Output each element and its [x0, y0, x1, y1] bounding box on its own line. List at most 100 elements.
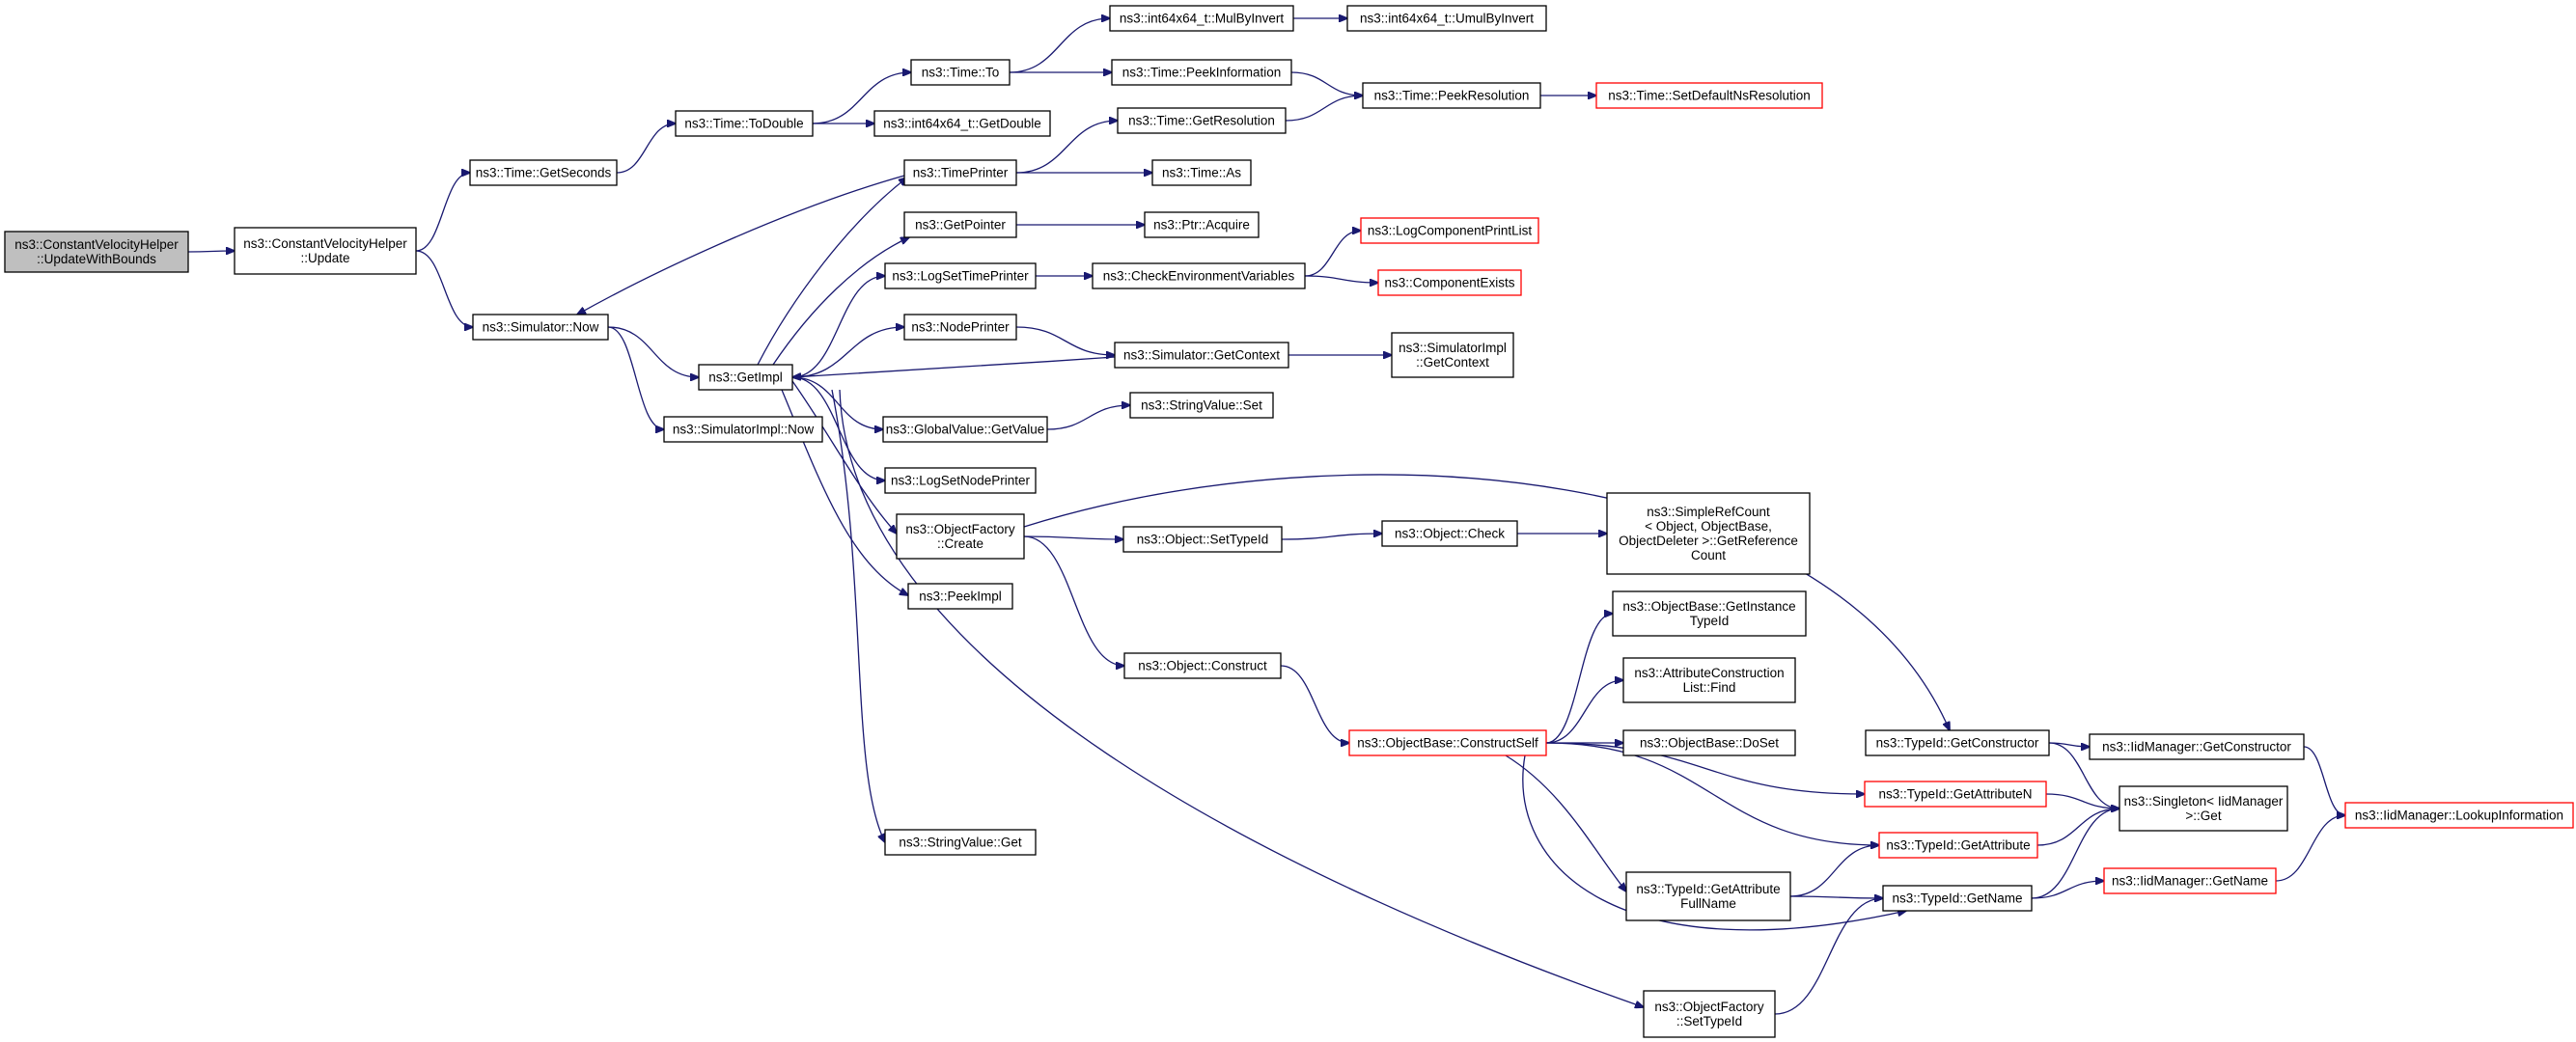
node-box[interactable] — [1625, 871, 1791, 921]
node-box[interactable] — [1122, 526, 1283, 553]
graph-node-time_getresolution[interactable]: ns3::Time::GetResolution — [1117, 107, 1287, 134]
node-box[interactable] — [472, 314, 609, 341]
node-box[interactable] — [1129, 392, 1274, 419]
node-box[interactable] — [2344, 802, 2574, 829]
node-box[interactable] — [1144, 211, 1260, 238]
graph-node-object_settypeid[interactable]: ns3::Object::SetTypeId — [1122, 526, 1283, 553]
graph-node-logsetnodeprinter[interactable]: ns3::LogSetNodePrinter — [884, 467, 1037, 494]
node-box[interactable] — [896, 513, 1025, 560]
node-box[interactable] — [1391, 332, 1514, 378]
graph-node-simulatorimpl_now[interactable]: ns3::SimulatorImpl::Now — [663, 416, 823, 443]
node-box[interactable] — [2103, 867, 2277, 894]
node-box[interactable] — [873, 110, 1051, 137]
graph-node-simulatorimpl_getcontext[interactable]: ns3::SimulatorImpl::GetContext — [1391, 332, 1514, 378]
node-box[interactable] — [903, 159, 1017, 186]
node-box[interactable] — [1111, 59, 1292, 86]
node-box[interactable] — [1346, 5, 1547, 32]
node-box[interactable] — [1377, 269, 1522, 296]
graph-node-time_getseconds[interactable]: ns3::Time::GetSeconds — [469, 159, 618, 186]
graph-node-simulator_now[interactable]: ns3::Simulator::Now — [472, 314, 609, 341]
node-box[interactable] — [1362, 82, 1541, 109]
node-box[interactable] — [903, 211, 1017, 238]
node-box[interactable] — [1878, 832, 2038, 859]
node-box[interactable] — [1606, 492, 1811, 575]
graph-node-time_to[interactable]: ns3::Time::To — [910, 59, 1011, 86]
graph-node-simplerefcount_getreferencecount[interactable]: ns3::SimpleRefCount< Object, ObjectBase,… — [1606, 492, 1811, 575]
graph-node-stringvalue_set[interactable]: ns3::StringValue::Set — [1129, 392, 1274, 419]
node-box[interactable] — [1882, 885, 2033, 912]
node-box[interactable] — [884, 467, 1037, 494]
graph-node-logsettimeprinter[interactable]: ns3::LogSetTimePrinter — [884, 262, 1037, 289]
node-box[interactable] — [1092, 262, 1306, 289]
graph-node-objectfactory_settypeid[interactable]: ns3::ObjectFactory::SetTypeId — [1643, 990, 1776, 1038]
graph-node-simulator_getcontext[interactable]: ns3::Simulator::GetContext — [1114, 342, 1289, 369]
graph-node-object_check[interactable]: ns3::Object::Check — [1381, 520, 1518, 547]
graph-node-iidmanager_lookupinformation[interactable]: ns3::IidManager::LookupInformation — [2344, 802, 2574, 829]
graph-node-int64_umulbyinvert[interactable]: ns3::int64x64_t::UmulByInvert — [1346, 5, 1547, 32]
graph-node-object_construct[interactable]: ns3::Object::Construct — [1123, 652, 1282, 679]
node-box[interactable] — [1622, 657, 1796, 703]
graph-node-time_peekinformation[interactable]: ns3::Time::PeekInformation — [1111, 59, 1292, 86]
graph-node-nodeprinter[interactable]: ns3::NodePrinter — [903, 314, 1017, 341]
node-box[interactable] — [1595, 82, 1823, 109]
node-box[interactable] — [884, 829, 1037, 856]
node-box[interactable] — [234, 227, 417, 275]
graph-node-typeid_getattribute[interactable]: ns3::TypeId::GetAttribute — [1878, 832, 2038, 859]
node-box[interactable] — [1348, 729, 1547, 756]
graph-node-ptr_acquire[interactable]: ns3::Ptr::Acquire — [1144, 211, 1260, 238]
graph-node-peekimpl[interactable]: ns3::PeekImpl — [907, 583, 1013, 610]
graph-node-objectfactory_create[interactable]: ns3::ObjectFactory::Create — [896, 513, 1025, 560]
node-box[interactable] — [1864, 781, 2047, 808]
graph-node-singleton_get[interactable]: ns3::Singleton< IidManager>::Get — [2119, 785, 2288, 832]
node-box[interactable] — [1151, 159, 1252, 186]
node-box[interactable] — [884, 262, 1037, 289]
graph-node-cvh_update[interactable]: ns3::ConstantVelocityHelper::Update — [234, 227, 417, 275]
node-box[interactable] — [1612, 590, 1807, 637]
node-box[interactable] — [663, 416, 823, 443]
node-box[interactable] — [1622, 729, 1796, 756]
node-box[interactable] — [910, 59, 1011, 86]
graph-node-cvh_updatewithbounds[interactable]: ns3::ConstantVelocityHelper::UpdateWithB… — [4, 231, 189, 273]
graph-node-int64_getdouble[interactable]: ns3::int64x64_t::GetDouble — [873, 110, 1051, 137]
graph-node-globalvalue_getvalue[interactable]: ns3::GlobalValue::GetValue — [882, 416, 1048, 443]
node-box[interactable] — [675, 110, 814, 137]
node-box[interactable] — [4, 231, 189, 273]
graph-node-typeid_getname[interactable]: ns3::TypeId::GetName — [1882, 885, 2033, 912]
graph-node-typeid_getconstructor[interactable]: ns3::TypeId::GetConstructor — [1865, 729, 2050, 756]
node-box[interactable] — [1865, 729, 2050, 756]
graph-node-typeid_getattributen[interactable]: ns3::TypeId::GetAttributeN — [1864, 781, 2047, 808]
graph-node-time_setdefaultnsresolution[interactable]: ns3::Time::SetDefaultNsResolution — [1595, 82, 1823, 109]
graph-node-objectbase_constructself[interactable]: ns3::ObjectBase::ConstructSelf — [1348, 729, 1547, 756]
graph-node-getimpl[interactable]: ns3::GetImpl — [698, 364, 793, 391]
graph-node-timeprinter[interactable]: ns3::TimePrinter — [903, 159, 1017, 186]
node-box[interactable] — [698, 364, 793, 391]
graph-node-time_peekresolution[interactable]: ns3::Time::PeekResolution — [1362, 82, 1541, 109]
graph-node-componentexists[interactable]: ns3::ComponentExists — [1377, 269, 1522, 296]
graph-node-checkenvironmentvariables[interactable]: ns3::CheckEnvironmentVariables — [1092, 262, 1306, 289]
node-box[interactable] — [1117, 107, 1287, 134]
node-box[interactable] — [469, 159, 618, 186]
node-box[interactable] — [1114, 342, 1289, 369]
graph-node-time_todouble[interactable]: ns3::Time::ToDouble — [675, 110, 814, 137]
node-box[interactable] — [2089, 733, 2305, 760]
node-box[interactable] — [882, 416, 1048, 443]
node-box[interactable] — [1123, 652, 1282, 679]
node-box[interactable] — [907, 583, 1013, 610]
graph-node-iidmanager_getconstructor[interactable]: ns3::IidManager::GetConstructor — [2089, 733, 2305, 760]
graph-node-stringvalue_get[interactable]: ns3::StringValue::Get — [884, 829, 1037, 856]
graph-node-int64_mulbyinvert[interactable]: ns3::int64x64_t::MulByInvert — [1109, 5, 1294, 32]
graph-node-objectbase_doset[interactable]: ns3::ObjectBase::DoSet — [1622, 729, 1796, 756]
node-box[interactable] — [1381, 520, 1518, 547]
graph-node-time_as[interactable]: ns3::Time::As — [1151, 159, 1252, 186]
graph-node-iidmanager_getname[interactable]: ns3::IidManager::GetName — [2103, 867, 2277, 894]
node-box[interactable] — [1360, 217, 1539, 244]
graph-node-logcomponentprintlist[interactable]: ns3::LogComponentPrintList — [1360, 217, 1539, 244]
node-box[interactable] — [1109, 5, 1294, 32]
node-box[interactable] — [1643, 990, 1776, 1038]
graph-node-getpointer[interactable]: ns3::GetPointer — [903, 211, 1017, 238]
node-box[interactable] — [903, 314, 1017, 341]
node-box[interactable] — [2119, 785, 2288, 832]
